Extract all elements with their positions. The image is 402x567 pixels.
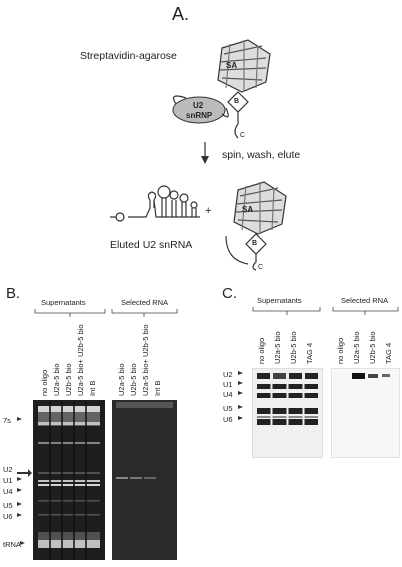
panel-c-marker-u1: U1: [223, 380, 233, 389]
panel-b-group-selected: Selected RNA: [121, 298, 169, 307]
snrnp-label-2: snRNP: [186, 111, 213, 120]
panel-c-marker-u5: U5: [223, 404, 233, 413]
eluted-label: Eluted U2 snRNA: [110, 239, 193, 251]
panel-a-letter: A.: [172, 4, 190, 24]
panel-c-group-supernatants: Supernatants: [257, 296, 302, 305]
panel-b-group-supernatants: Supernatants: [41, 298, 86, 307]
plus-sign: +: [205, 205, 212, 217]
panel-b-gel-selected: [112, 400, 177, 560]
streptavidin-top: [217, 39, 271, 139]
matrix-label: Streptavidin-agarose: [80, 50, 177, 62]
panel-c-marker-u4: U4: [223, 390, 233, 399]
biotin-label-bottom: B: [252, 240, 258, 247]
panel-c-gel-selected: [331, 368, 400, 458]
eluted-rna-structure: [110, 185, 200, 222]
panel-c-group-selected: Selected RNA: [341, 296, 389, 305]
panel-b-marker-u4: U4: [3, 487, 13, 496]
sa-label-bottom: SA: [242, 205, 254, 214]
panel-c-gel-supernatants: [252, 368, 323, 458]
panel-b-marker-u2: U2: [3, 465, 13, 474]
panel-b-letter: B.: [6, 285, 21, 302]
panel-c-marker-u2: U2: [223, 370, 233, 379]
c-label-top: C: [240, 132, 246, 139]
panel-c-marker-u6: U6: [223, 415, 233, 424]
panel-b-marker-u1: U1: [3, 476, 13, 485]
panel-b-marker-u6: U6: [3, 512, 13, 521]
panel-b-marker-trna: tRNA: [3, 540, 21, 549]
panel-c-letter: C.: [222, 285, 237, 302]
snrnp-label-1: U2: [193, 101, 204, 110]
snrnp-oval: [172, 96, 226, 124]
sa-label-top: SA: [226, 61, 238, 70]
streptavidin-bottom: [225, 181, 287, 271]
panel-b-marker-7s: 7s: [3, 416, 11, 425]
panel-b-gel-supernatants: [33, 400, 105, 560]
panel-b-marker-u5: U5: [3, 501, 13, 510]
biotin-label-top: B: [234, 98, 240, 105]
c-label-bottom: C: [258, 264, 264, 271]
step-label: spin, wash, elute: [222, 149, 301, 161]
